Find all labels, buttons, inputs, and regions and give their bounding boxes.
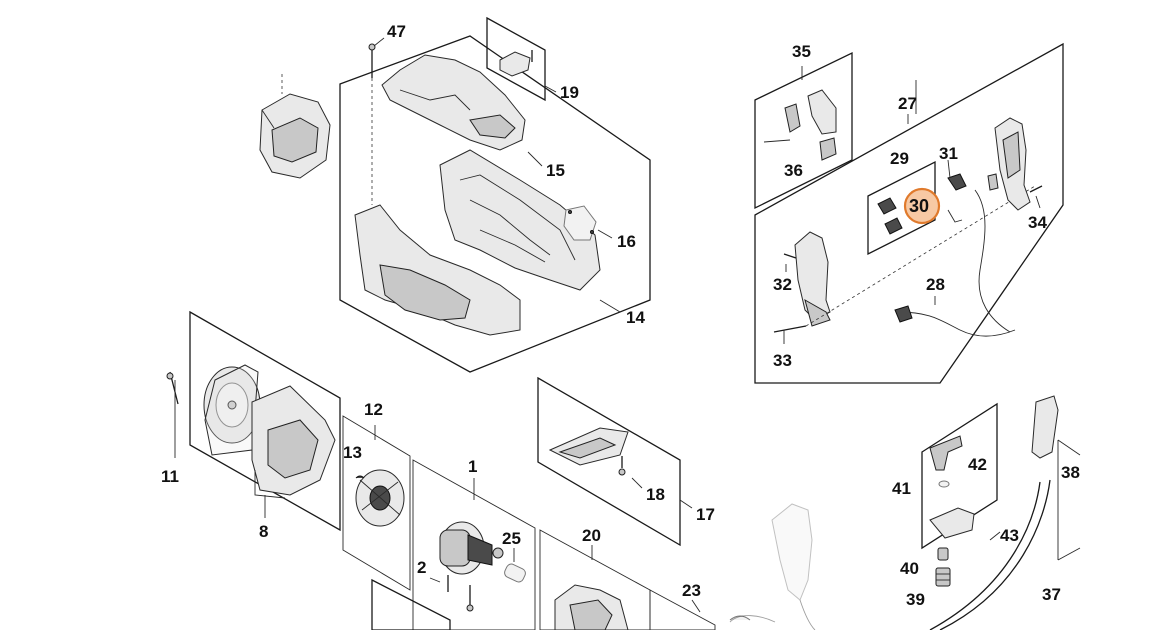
label-part-11: 11 bbox=[161, 467, 179, 486]
label-part-38: 38 bbox=[1061, 463, 1080, 482]
label-part-20: 20 bbox=[582, 526, 601, 545]
label-part-2: 2 bbox=[417, 558, 426, 577]
label-part-14: 14 bbox=[626, 308, 645, 327]
group-19-cover bbox=[486, 16, 557, 102]
label-part-30: 30 bbox=[909, 196, 929, 216]
label-part-18: 18 bbox=[646, 485, 665, 504]
label-part-40: 40 bbox=[900, 559, 919, 578]
label-part-37: 37 bbox=[1042, 585, 1061, 604]
group-12-fan bbox=[342, 415, 411, 591]
label-part-47: 47 bbox=[387, 22, 406, 41]
group-17-plate bbox=[537, 376, 693, 547]
group-35-trigger bbox=[754, 51, 853, 210]
label-part-15: 15 bbox=[546, 161, 565, 180]
label-part-1: 1 bbox=[468, 457, 477, 476]
group-20-gearbox bbox=[539, 529, 651, 630]
group-23 bbox=[649, 589, 751, 630]
label-part-17: 17 bbox=[696, 505, 715, 524]
label-part-19: 19 bbox=[560, 83, 579, 102]
highlight-ring-30 bbox=[903, 187, 941, 225]
label-part-33: 33 bbox=[773, 351, 792, 370]
label-part-13: 13 bbox=[343, 443, 362, 462]
group-1-motor bbox=[412, 459, 536, 630]
group-41-clamp bbox=[921, 402, 998, 587]
group-14-housing bbox=[339, 35, 651, 373]
label-part-34: 34 bbox=[1028, 213, 1047, 232]
label-part-39: 39 bbox=[906, 590, 925, 609]
group-8-fan-housing bbox=[166, 310, 341, 532]
label-part-41: 41 bbox=[892, 479, 911, 498]
label-part-29: 29 bbox=[890, 149, 909, 168]
group-bottom-left-frame bbox=[371, 578, 451, 630]
label-part-8: 8 bbox=[259, 522, 268, 541]
label-part-31: 31 bbox=[939, 144, 958, 163]
label-part-36: 36 bbox=[784, 161, 803, 180]
label-part-12: 12 bbox=[364, 400, 383, 419]
label-part-28: 28 bbox=[926, 275, 945, 294]
handle-bars bbox=[929, 395, 1081, 630]
label-part-16: 16 bbox=[617, 232, 636, 251]
label-part-42: 42 bbox=[968, 455, 987, 474]
battery-guard-part bbox=[259, 74, 331, 179]
label-part-35: 35 bbox=[792, 42, 811, 61]
group-29-switch bbox=[867, 160, 936, 256]
label-part-27: 27 bbox=[898, 94, 917, 113]
label-part-32: 32 bbox=[773, 275, 792, 294]
label-part-23: 23 bbox=[682, 581, 701, 600]
faded-handle-part bbox=[729, 503, 816, 630]
label-part-25: 25 bbox=[502, 529, 521, 548]
label-part-43: 43 bbox=[1000, 526, 1019, 545]
group-27-handle bbox=[754, 42, 1064, 384]
